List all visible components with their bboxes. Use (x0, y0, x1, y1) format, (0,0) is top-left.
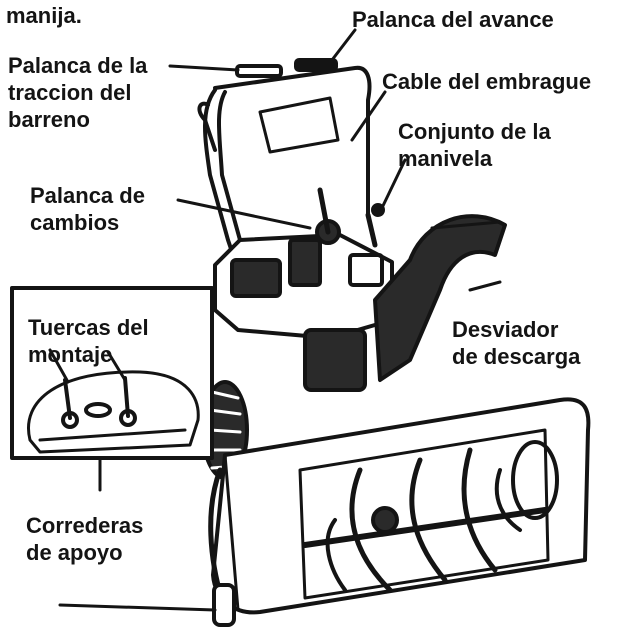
caption-fragment: manija. (6, 3, 82, 28)
handle-frame (203, 88, 247, 292)
label-clutch-cable: Cable del embrague (382, 69, 592, 94)
label-line: traccion del (8, 80, 132, 105)
label-line: de descarga (452, 344, 581, 369)
label-line: Conjunto de la (398, 119, 551, 144)
label-line: Palanca de la (8, 53, 148, 78)
label-discharge-chute: Desviador de descarga (452, 316, 580, 370)
feed-lever-bar (294, 58, 338, 72)
label-shift-lever: Palanca de cambios (30, 182, 145, 236)
label-auger-drive-lever: Palanca de la traccion del barreno (8, 52, 147, 133)
label-feed-lever: Palanca del avance (352, 7, 554, 32)
label-line: Palanca de (30, 183, 145, 208)
label-mounting-nuts: Tuercas del montaje (28, 314, 149, 368)
label-crank-assembly: Conjunto de la manivela (398, 118, 551, 172)
label-line: de apoyo (26, 540, 123, 565)
label-line: manivela (398, 146, 493, 171)
label-line: Correderas (26, 513, 144, 538)
label-line: Tuercas del (28, 315, 149, 340)
label-line: montaje (28, 342, 113, 367)
label-skid-shoes: Correderas de apoyo (26, 512, 143, 566)
skid-shoe (212, 583, 236, 627)
auger-lever-bar (235, 64, 283, 78)
label-line: Desviador (452, 317, 559, 342)
label-line: cambios (30, 210, 120, 235)
label-line: barreno (8, 107, 90, 132)
